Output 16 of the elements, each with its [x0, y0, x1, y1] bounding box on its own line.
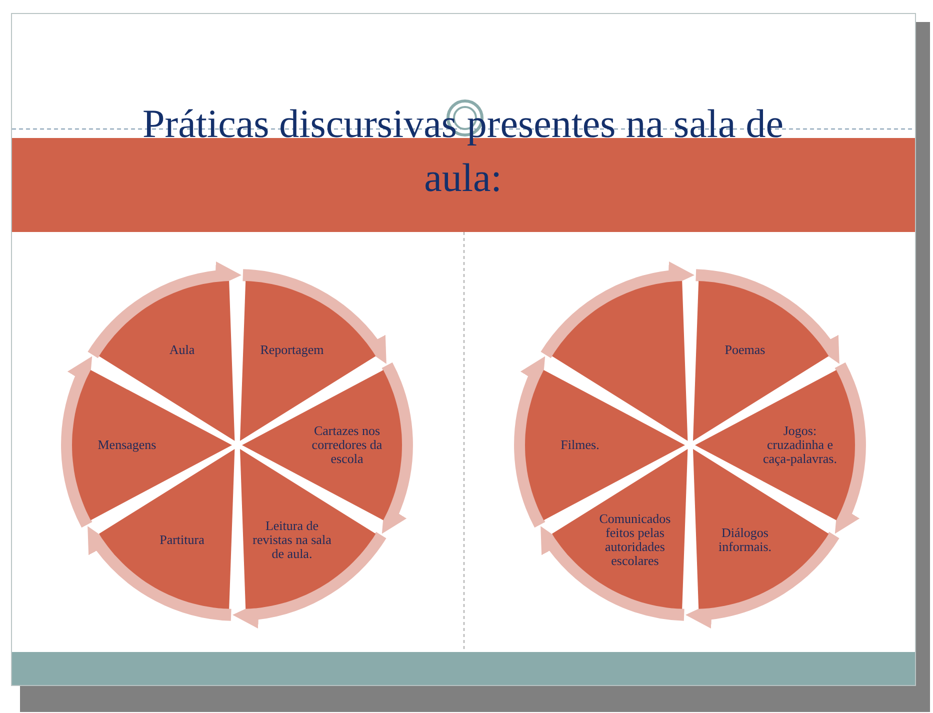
segment-label: Diálogos informais. [717, 526, 773, 554]
cycle-arrow [88, 263, 242, 358]
segment-label: Leitura de revistas na sala de aula. [252, 519, 332, 562]
cycle-arrow [232, 532, 386, 627]
segment-label: Cartazes nos corredores da escola [310, 424, 384, 466]
segment-label: Mensagens [96, 438, 158, 452]
segment-label: Aula [168, 342, 196, 357]
segment-label: Partitura [158, 533, 206, 548]
segment-label: Comunicados feitos pelas autoridades escolares [598, 512, 672, 568]
cycle-arrow [685, 532, 840, 627]
segment-label: Jogos: cruzadinha e caça-palavras. [762, 424, 838, 466]
segment-label: Filmes. [560, 438, 600, 452]
cycle-arrow [540, 263, 695, 358]
segment-label: Poemas [724, 342, 766, 357]
segment-label: Reportagem [259, 342, 325, 357]
slide-title: Práticas discursivas presentes na sala de aula: [142, 100, 784, 202]
